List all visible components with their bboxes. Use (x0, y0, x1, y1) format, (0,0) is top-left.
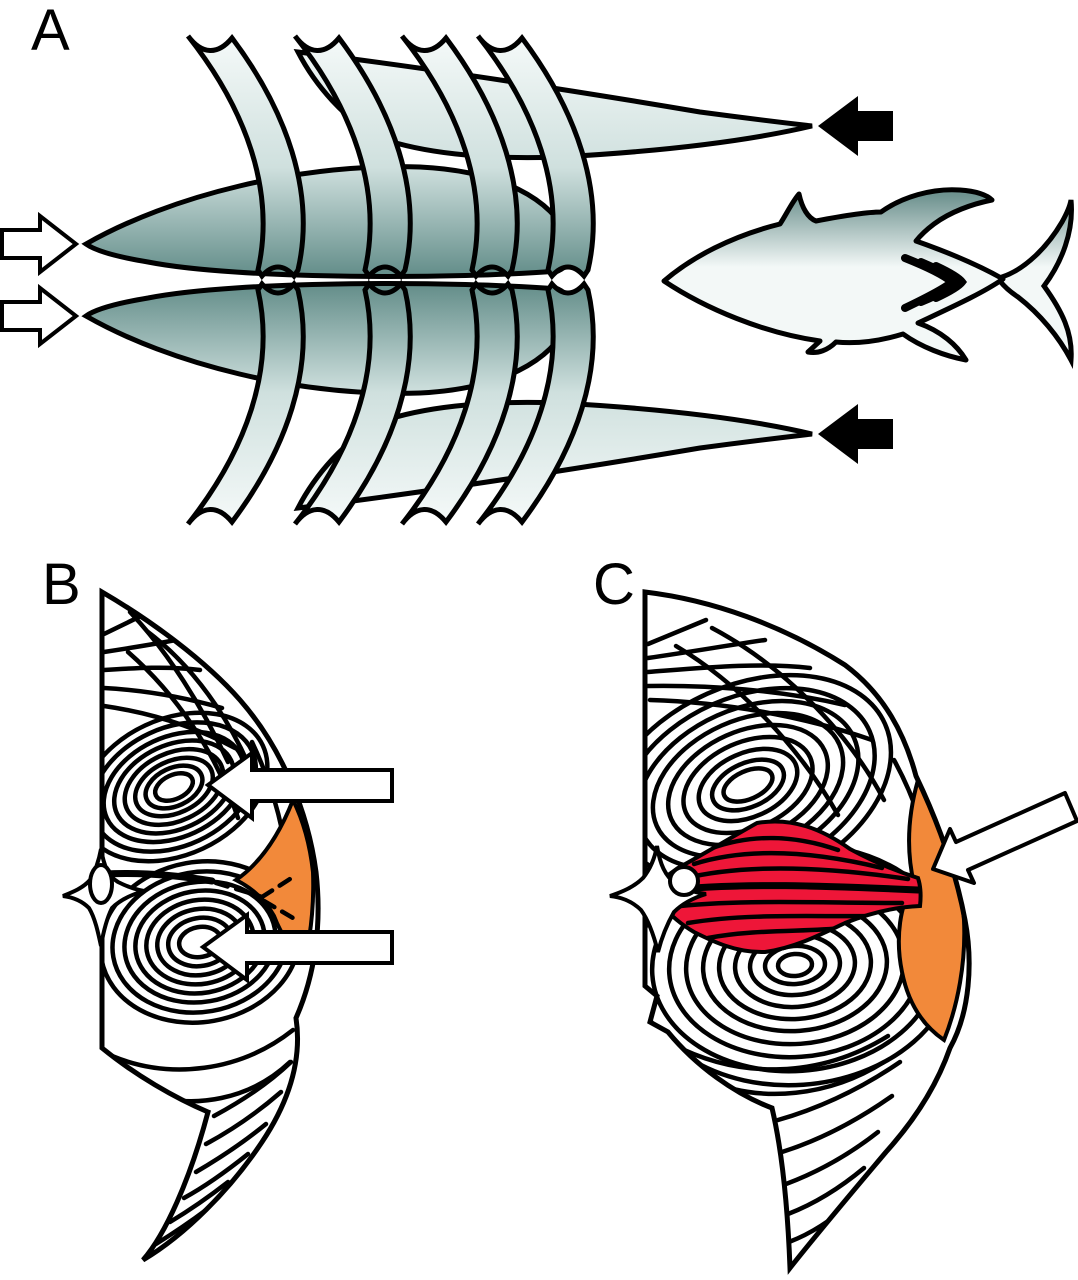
flap-rung (193, 1121, 269, 1175)
contour-ring (122, 746, 226, 828)
dorsal-diagonal (127, 609, 231, 765)
contour-ring (775, 951, 815, 979)
chevron-mark (932, 262, 968, 302)
fish-body (661, 187, 1006, 363)
dorsal-stripe (645, 637, 768, 661)
myomere-band (292, 279, 413, 527)
contour-ring (102, 710, 270, 864)
white-right-arrow-upper (0, 211, 80, 277)
panel-c: C (593, 552, 1078, 1268)
contour-ring (152, 770, 196, 804)
flap-rung (203, 1089, 284, 1147)
flap-rung (167, 1179, 231, 1225)
contour-ring (122, 879, 278, 1005)
vertebra-centrum-b (88, 863, 114, 905)
horizontal-septum (102, 869, 216, 885)
cross-section-contours-b (102, 609, 316, 1247)
flap-rung (211, 1059, 294, 1119)
panel-b-label: B (42, 552, 81, 617)
black-left-arrow-upper (818, 96, 893, 156)
myomere-band (185, 279, 306, 527)
dorsal-stripe (102, 685, 225, 711)
red-contour (709, 835, 841, 853)
red-contour (667, 899, 905, 910)
fish-silhouette (661, 187, 1074, 369)
panel-a-label: A (31, 0, 70, 63)
myomere-band (475, 279, 596, 527)
red-contour (685, 913, 871, 926)
dorsal-stripe (645, 683, 848, 708)
white-left-arrow-hypaxial (199, 911, 394, 984)
red-contour (691, 850, 885, 871)
ventral-arc (669, 1033, 891, 1072)
contour-ring (709, 757, 787, 813)
panel-c-label: C (593, 552, 635, 617)
myomere-band (399, 279, 520, 527)
dorsal-stripe (645, 617, 709, 647)
panel-a: A (0, 0, 1074, 527)
contour-ring (721, 766, 775, 804)
dorsal-stripe (102, 637, 179, 655)
lateral-arc (709, 625, 887, 803)
myomere-lower-half (81, 279, 813, 527)
white-right-arrow-lower (0, 283, 80, 349)
vertebra-centrum-c (668, 865, 700, 897)
flap-rung (775, 1059, 903, 1123)
fish-myomere-chevrons (901, 254, 968, 312)
white-diagonal-arrow (931, 791, 1078, 885)
myomere-band (185, 33, 306, 281)
contour-ring (696, 746, 800, 824)
fish-caudal-fin (997, 199, 1074, 369)
myomere-upper-half (81, 33, 813, 281)
contour-ring (111, 738, 237, 836)
septum-dashed-fork-lower (261, 898, 296, 921)
septum-dashed-fork-upper (259, 876, 293, 900)
panel-b: B (42, 552, 394, 1260)
myomere-band (399, 33, 520, 281)
flap-rung (181, 1151, 251, 1201)
myomere-band (292, 33, 413, 281)
white-left-arrow-epaxial (204, 749, 394, 822)
contour-ring (102, 729, 247, 845)
cross-section-contours-c (645, 617, 967, 1245)
red-contour (679, 866, 911, 882)
flap-rung (785, 1165, 867, 1217)
epaxial-contour-rings (102, 710, 270, 864)
red-muscle-contours (656, 835, 921, 941)
septum-dashed-line (213, 880, 265, 900)
flap-rung (779, 1093, 895, 1155)
ventral-arc (109, 1027, 296, 1072)
dorsal-stripe (645, 663, 813, 675)
red-contour (705, 925, 845, 941)
myomere-band (475, 33, 596, 281)
contour-ring (133, 755, 215, 819)
black-left-arrow-lower (818, 404, 893, 464)
contour-ring (143, 763, 205, 811)
flap-rung (783, 1129, 881, 1187)
